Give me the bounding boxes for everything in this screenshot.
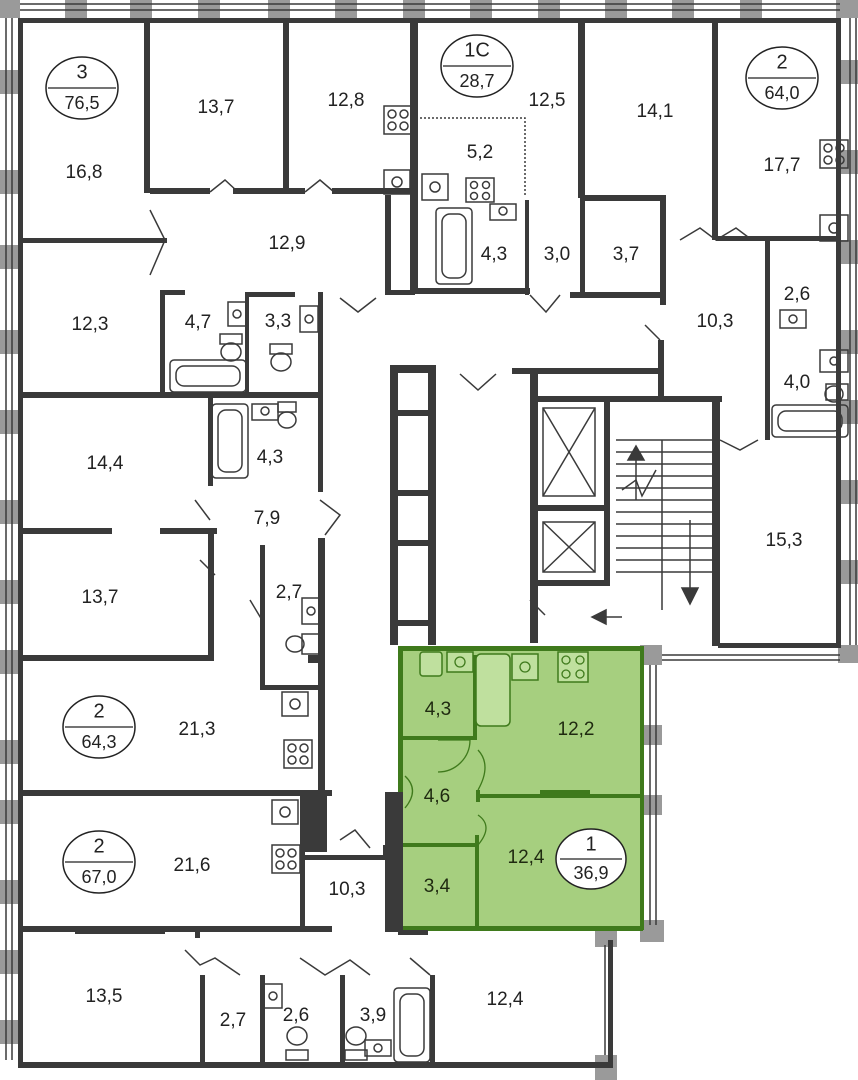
sink-icon xyxy=(421,173,449,201)
apartment-badge: 2 64,3 xyxy=(62,695,136,759)
apartment-area: 67,0 xyxy=(81,867,116,887)
toilet-icon xyxy=(269,343,293,372)
apartment-badge: 1С 28,7 xyxy=(440,34,514,98)
apartment-rooms: 2 xyxy=(93,700,104,722)
toilet-icon xyxy=(277,401,297,429)
highlighted-apartment[interactable]: 4,3 12,2 4,6 12,4 3,4 1 36,9 xyxy=(398,646,644,931)
room-area: 3,7 xyxy=(613,244,639,265)
sink-icon xyxy=(489,203,517,221)
room-area: 3,9 xyxy=(360,1005,386,1026)
room-area: 3,4 xyxy=(424,876,451,897)
apartment-badge: 3 76,5 xyxy=(45,56,119,120)
bathtub-icon xyxy=(169,359,247,393)
room-area: 12,5 xyxy=(529,90,566,111)
room-area: 12,3 xyxy=(72,314,109,335)
sink-icon xyxy=(271,799,299,825)
room-area: 12,8 xyxy=(328,90,365,111)
sink-icon xyxy=(819,214,849,242)
room-area: 10,3 xyxy=(329,879,366,900)
stove-icon xyxy=(271,844,301,874)
toilet-icon xyxy=(285,1026,309,1061)
stove-icon xyxy=(383,105,413,135)
room-area: 4,0 xyxy=(784,372,810,393)
room-labels: 16,8 13,7 12,8 12,5 5,2 14,1 17,7 12,9 4… xyxy=(66,90,811,1031)
toilet-icon xyxy=(344,1026,368,1061)
room-area: 3,0 xyxy=(544,244,570,265)
room-area: 21,6 xyxy=(174,855,211,876)
sink-icon xyxy=(383,169,411,195)
room-area: 17,7 xyxy=(764,155,801,176)
room-area: 3,3 xyxy=(265,311,291,332)
sink-icon xyxy=(281,691,309,717)
room-area: 13,7 xyxy=(198,97,235,118)
apartment-area: 28,7 xyxy=(459,71,494,91)
room-area: 2,7 xyxy=(276,582,302,603)
stove-icon xyxy=(819,139,849,169)
elevator-icon xyxy=(542,407,596,573)
facade-lines xyxy=(5,3,857,1060)
room-area: 14,4 xyxy=(87,453,124,474)
apartment-area: 64,3 xyxy=(81,732,116,752)
room-area: 2,7 xyxy=(220,1010,246,1031)
stairs-icon xyxy=(590,439,712,626)
stove-icon xyxy=(465,177,495,203)
sink-icon xyxy=(779,309,807,329)
toilet-icon xyxy=(824,383,849,403)
toilet-icon xyxy=(285,633,321,655)
room-area: 7,9 xyxy=(254,508,280,529)
apartment-rooms: 1С xyxy=(464,39,490,61)
bathtub-icon xyxy=(435,207,473,285)
room-area: 4,3 xyxy=(425,699,451,720)
apartment-badge: 1 36,9 xyxy=(555,828,627,890)
apartment-badge: 2 67,0 xyxy=(62,830,136,894)
apartment-rooms: 2 xyxy=(93,835,104,857)
apartment-rooms: 3 xyxy=(76,61,87,83)
toilet-icon xyxy=(219,333,243,362)
bathtub-icon xyxy=(771,404,849,438)
apartment-area: 36,9 xyxy=(573,863,608,883)
walls xyxy=(18,18,841,1068)
apartment-rooms: 1 xyxy=(585,833,596,855)
sink-icon xyxy=(299,305,319,333)
apartment-area: 64,0 xyxy=(764,83,799,103)
room-area: 2,6 xyxy=(784,284,810,305)
room-area: 15,3 xyxy=(766,530,803,551)
room-area: 16,8 xyxy=(66,162,103,183)
apartment-area: 76,5 xyxy=(64,93,99,113)
door-swing-icon xyxy=(149,179,759,976)
room-area: 2,6 xyxy=(283,1005,309,1026)
sink-icon xyxy=(227,301,247,327)
sink-icon xyxy=(251,403,279,421)
room-area: 4,7 xyxy=(185,312,211,333)
bathtub-icon xyxy=(211,403,249,479)
sink-icon xyxy=(364,1039,392,1057)
room-area: 13,7 xyxy=(82,587,119,608)
room-area: 10,3 xyxy=(697,311,734,332)
room-area: 4,6 xyxy=(424,786,450,807)
room-area: 4,3 xyxy=(481,244,507,265)
sink-icon xyxy=(263,983,283,1009)
apartment-rooms: 2 xyxy=(776,51,787,73)
stove-icon xyxy=(283,739,313,769)
room-area: 13,5 xyxy=(86,986,123,1007)
room-area: 4,3 xyxy=(257,447,283,468)
room-area: 12,4 xyxy=(487,989,524,1010)
room-area: 12,2 xyxy=(558,719,595,740)
sink-icon xyxy=(301,597,321,625)
room-area: 12,9 xyxy=(269,233,306,254)
room-area: 21,3 xyxy=(179,719,216,740)
apartment-badge: 2 64,0 xyxy=(745,46,819,110)
room-area: 14,1 xyxy=(637,101,674,122)
plumbing-fixtures xyxy=(169,105,849,1063)
room-area: 12,4 xyxy=(508,847,545,868)
bathtub-icon xyxy=(393,987,431,1063)
sink-icon xyxy=(819,349,849,373)
room-area: 5,2 xyxy=(467,142,493,163)
